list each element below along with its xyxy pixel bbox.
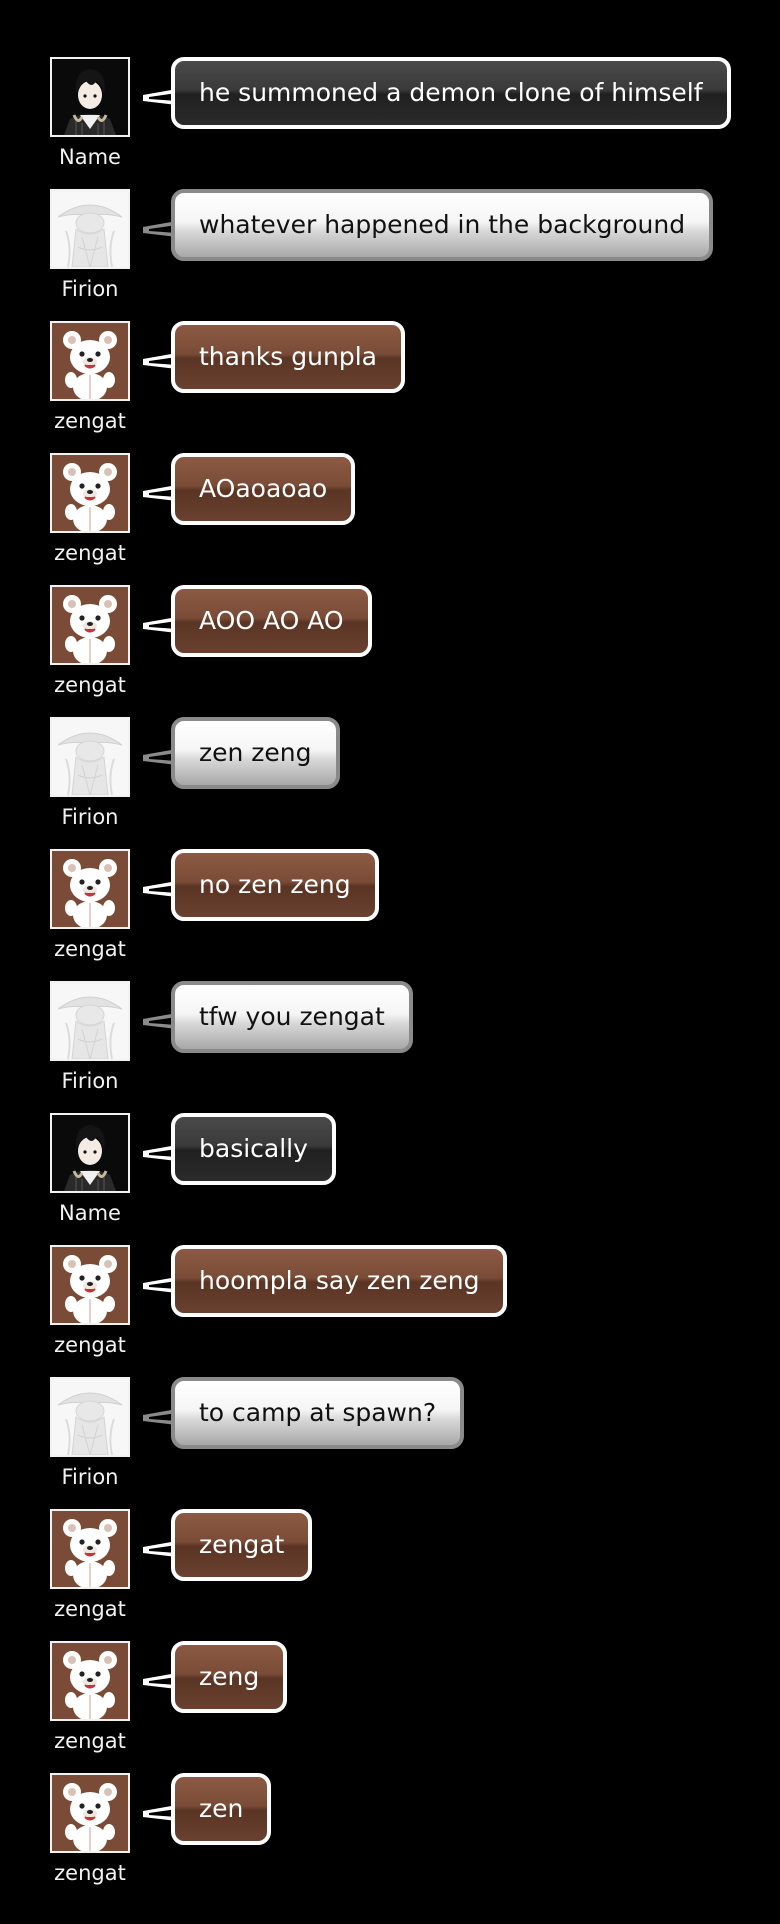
speech-tail-icon	[141, 481, 177, 505]
chat-message-9: Name basically	[0, 1113, 780, 1245]
speech-tail-icon	[141, 745, 177, 769]
username: Firion	[61, 1465, 119, 1489]
speech-tail-icon	[141, 349, 177, 373]
speech-tail-icon	[141, 1273, 177, 1297]
message-bubble: zen	[171, 1773, 272, 1845]
message-bubble: thanks gunpla	[171, 321, 405, 393]
message-bubble: zengat	[171, 1509, 313, 1581]
chat-message-10: zengat hoompla say zen zeng	[0, 1245, 780, 1377]
message-bubble: no zen zeng	[171, 849, 379, 921]
username: zengat	[54, 1861, 126, 1885]
message-bubble: zen zeng	[171, 717, 340, 789]
chat-message-11: Firion to camp at spawn?	[0, 1377, 780, 1509]
speech-tail-icon	[141, 1537, 177, 1561]
chat-message-7: zengat no zen zeng	[0, 849, 780, 981]
message-bubble: AOaoaoao	[171, 453, 356, 525]
speech-tail-icon	[141, 85, 177, 109]
white-knight-avatar-icon	[50, 717, 130, 797]
speech-tail-icon	[141, 1141, 177, 1165]
teddy-bear-avatar-icon	[50, 1509, 130, 1589]
username: Name	[59, 145, 121, 169]
chat-message-2: Firion whatever happened in the backgrou…	[0, 189, 780, 321]
username: zengat	[54, 1333, 126, 1357]
username: zengat	[54, 541, 126, 565]
teddy-bear-avatar-icon	[50, 321, 130, 401]
message-bubble: to camp at spawn?	[171, 1377, 465, 1449]
chat-message-13: zengat zeng	[0, 1641, 780, 1773]
speech-tail-icon	[141, 1801, 177, 1825]
teddy-bear-avatar-icon	[50, 1773, 130, 1853]
teddy-bear-avatar-icon	[50, 585, 130, 665]
dark-haired-boy-avatar-icon	[50, 1113, 130, 1193]
chat-message-1: Name he summoned a demon clone of himsel…	[0, 57, 780, 189]
speech-tail-icon	[141, 877, 177, 901]
username: zengat	[54, 1729, 126, 1753]
chat-message-3: zengat thanks gunpla	[0, 321, 780, 453]
message-bubble: zeng	[171, 1641, 288, 1713]
chat-message-6: Firion zen zeng	[0, 717, 780, 849]
teddy-bear-avatar-icon	[50, 453, 130, 533]
speech-tail-icon	[141, 1405, 177, 1429]
white-knight-avatar-icon	[50, 1377, 130, 1457]
dark-haired-boy-avatar-icon	[50, 57, 130, 137]
message-bubble: whatever happened in the background	[171, 189, 714, 261]
username: Firion	[61, 805, 119, 829]
chat-message-8: Firion tfw you zengat	[0, 981, 780, 1113]
white-knight-avatar-icon	[50, 981, 130, 1061]
teddy-bear-avatar-icon	[50, 849, 130, 929]
chat-message-12: zengat zengat	[0, 1509, 780, 1641]
username: zengat	[54, 937, 126, 961]
username: zengat	[54, 673, 126, 697]
username: Firion	[61, 1069, 119, 1093]
speech-tail-icon	[141, 613, 177, 637]
message-bubble: he summoned a demon clone of himself	[171, 57, 731, 129]
message-bubble: basically	[171, 1113, 336, 1185]
username: Name	[59, 1201, 121, 1225]
chat-message-14: zengat zen	[0, 1773, 780, 1905]
teddy-bear-avatar-icon	[50, 1245, 130, 1325]
white-knight-avatar-icon	[50, 189, 130, 269]
speech-tail-icon	[141, 1009, 177, 1033]
chat-message-4: zengat AOaoaoao	[0, 453, 780, 585]
username: zengat	[54, 1597, 126, 1621]
speech-tail-icon	[141, 1669, 177, 1693]
username: zengat	[54, 409, 126, 433]
message-bubble: AOO AO AO	[171, 585, 372, 657]
message-bubble: tfw you zengat	[171, 981, 413, 1053]
message-bubble: hoompla say zen zeng	[171, 1245, 508, 1317]
speech-tail-icon	[141, 217, 177, 241]
teddy-bear-avatar-icon	[50, 1641, 130, 1721]
username: Firion	[61, 277, 119, 301]
chat-message-5: zengat AOO AO AO	[0, 585, 780, 717]
